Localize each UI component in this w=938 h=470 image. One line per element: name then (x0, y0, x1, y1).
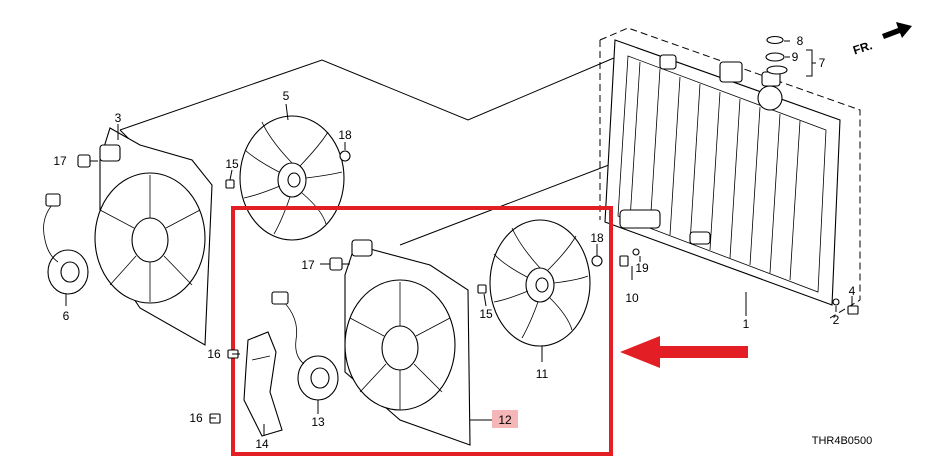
radiator[interactable] (604, 39, 841, 306)
callout-14[interactable]: 14 (255, 437, 269, 451)
callout-18-selected[interactable]: 18 (590, 231, 604, 245)
fan-shroud-left[interactable] (94, 127, 213, 346)
front-label: FR. (851, 38, 874, 57)
radiator-cap-parts[interactable] (765, 35, 813, 77)
callout-9[interactable]: 9 (792, 50, 799, 64)
selection-pointer-arrow (620, 336, 748, 368)
bolt-17-left[interactable] (77, 154, 98, 168)
callout-15-left[interactable]: 15 (225, 157, 239, 171)
callout-19[interactable]: 19 (635, 261, 649, 275)
fan-motor-left[interactable] (43, 193, 89, 295)
callout-11[interactable]: 11 (536, 367, 549, 381)
assembly-outline-left (119, 51, 629, 161)
fan-blade-upper[interactable] (239, 115, 345, 241)
nut-18-left[interactable] (339, 150, 351, 162)
radiator-core-fins (629, 61, 801, 281)
callout-3[interactable]: 3 (115, 111, 122, 125)
drain-plug[interactable] (619, 248, 859, 315)
callout-4[interactable]: 4 (849, 284, 856, 298)
callout-17-left[interactable]: 17 (53, 154, 67, 168)
callout-5[interactable]: 5 (283, 89, 290, 103)
callout-16-upper[interactable]: 16 (207, 347, 221, 361)
callout-13[interactable]: 13 (311, 415, 325, 429)
front-direction-indicator: FR. (851, 22, 912, 58)
callout-1[interactable]: 1 (743, 317, 750, 331)
callout-17-selected[interactable]: 17 (301, 258, 315, 272)
fan-blade-selected[interactable] (489, 219, 591, 347)
motor-bracket[interactable] (243, 331, 283, 437)
selected-assembly-highlight[interactable] (231, 206, 613, 456)
fan-motor-selected[interactable] (271, 291, 339, 401)
clip-15-left[interactable] (225, 179, 235, 189)
callout-16-lower[interactable]: 16 (189, 411, 203, 425)
callout-6[interactable]: 6 (63, 309, 70, 323)
selected-callout-box (492, 410, 518, 428)
callout-18-left[interactable]: 18 (338, 128, 352, 142)
callout-7[interactable]: 7 (819, 56, 826, 70)
callout-2[interactable]: 2 (833, 313, 840, 327)
callout-8[interactable]: 8 (797, 34, 804, 48)
callout-labels: 1 2 3 4 5 6 7 8 9 10 11 12 13 14 15 15 1… (53, 34, 855, 451)
nut-18-selected[interactable] (591, 255, 603, 267)
leader-lines (65, 40, 853, 436)
callout-10[interactable]: 10 (625, 291, 639, 305)
callout-15-selected[interactable]: 15 (479, 307, 493, 321)
diagram-code: THR4B0500 (812, 435, 873, 447)
front-arrow-icon (882, 22, 912, 39)
clip-15-selected[interactable] (477, 284, 487, 294)
left-arrow-icon (620, 336, 748, 368)
fan-shroud-selected[interactable] (344, 239, 471, 446)
callout-12[interactable]: 12 (498, 413, 512, 427)
